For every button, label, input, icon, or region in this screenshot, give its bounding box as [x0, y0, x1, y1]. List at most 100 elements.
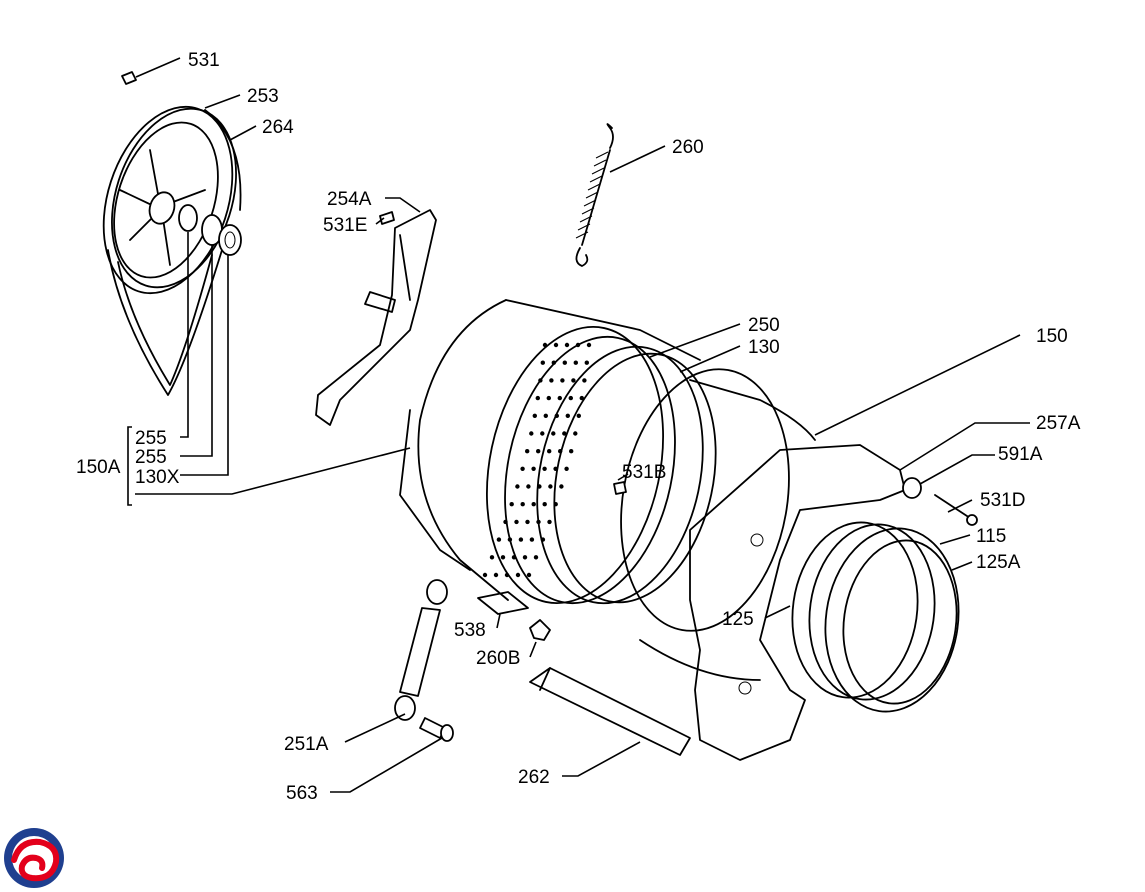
- tub-seal-130: [536, 345, 717, 605]
- label-538: 538: [454, 620, 486, 641]
- label-251a: 251A: [284, 734, 329, 755]
- leader-lines: [127, 57, 1030, 793]
- label-150: 150: [1036, 326, 1068, 347]
- door-seal-125a: [824, 527, 960, 713]
- perforation-hole: [531, 466, 536, 471]
- perforation-hole: [575, 342, 581, 348]
- perforation-hole: [518, 537, 524, 542]
- perforation-hole: [538, 378, 543, 383]
- perforation-hole: [489, 555, 495, 560]
- screw-531e: [379, 211, 395, 225]
- perforation-hole: [576, 413, 581, 418]
- perforation-hole: [551, 360, 556, 365]
- brand-logo: [4, 828, 64, 888]
- perforation-hole: [565, 413, 570, 418]
- spring-260: [575, 123, 614, 267]
- perforation-hole: [543, 413, 548, 418]
- bracket-254a: [315, 209, 437, 426]
- bolt-531d: [934, 494, 978, 526]
- perforation-hole: [542, 502, 547, 507]
- perforation-hole: [573, 360, 578, 365]
- perforation-hole: [542, 466, 547, 471]
- perforation-hole: [520, 502, 525, 507]
- drum-perforation: [482, 342, 592, 578]
- perforation-hole: [522, 555, 528, 560]
- perforation-hole: [503, 519, 508, 525]
- label-591a: 591A: [998, 444, 1043, 465]
- pulley-253: [102, 105, 237, 396]
- perforation-hole: [504, 572, 510, 578]
- perforation-hole: [526, 484, 531, 489]
- perforation-hole: [573, 431, 578, 436]
- shock-absorber-251a: [394, 579, 448, 721]
- perforation-hole: [569, 449, 574, 454]
- pin-563: [419, 717, 454, 742]
- screw-531b: [613, 481, 627, 495]
- front-weight-125: [689, 444, 906, 761]
- label-254a: 254A: [327, 189, 372, 210]
- perforation-hole: [579, 395, 584, 401]
- label-115: 115: [976, 526, 1006, 547]
- label-253: 253: [247, 86, 279, 107]
- perforation-hole: [547, 519, 552, 525]
- label-531: 531: [188, 50, 220, 71]
- label-257a: 257A: [1036, 413, 1081, 434]
- label-260b: 260B: [476, 648, 520, 669]
- label-531b: 531B: [622, 462, 666, 483]
- perforation-hole: [582, 378, 587, 383]
- perforation-hole: [553, 342, 559, 348]
- perforation-hole: [548, 484, 553, 489]
- perforation-hole: [568, 395, 573, 401]
- perforation-hole: [525, 519, 530, 525]
- perforation-hole: [482, 572, 488, 578]
- perforation-hole: [493, 572, 499, 578]
- perforation-hole: [586, 342, 592, 348]
- perforation-hole: [514, 519, 519, 525]
- perforation-hole: [562, 431, 567, 436]
- label-260: 260: [672, 137, 704, 158]
- perforation-hole: [531, 502, 536, 507]
- perforation-hole: [533, 555, 539, 560]
- perforation-hole: [557, 395, 562, 401]
- perforation-hole: [571, 378, 576, 383]
- perforation-hole: [500, 555, 506, 560]
- perforation-hole: [546, 395, 551, 401]
- door-ring-115: [791, 521, 936, 701]
- perforation-hole: [509, 502, 514, 507]
- perforation-hole: [529, 537, 535, 542]
- perforation-hole: [529, 431, 534, 436]
- perforation-hole: [526, 572, 532, 578]
- screw-531: [121, 71, 137, 85]
- clip-260b: [529, 619, 551, 641]
- label-531d: 531D: [980, 490, 1025, 511]
- label-150a: 150A: [76, 457, 121, 478]
- label-125a: 125A: [976, 552, 1021, 573]
- perforation-hole: [535, 395, 540, 401]
- perforation-hole: [551, 431, 556, 436]
- perforation-hole: [564, 466, 569, 471]
- perforation-hole: [584, 360, 589, 365]
- label-264: 264: [262, 117, 294, 138]
- label-255-second: 255: [135, 447, 167, 468]
- perforation-hole: [542, 342, 548, 348]
- label-250: 250: [748, 315, 780, 336]
- washer-591a: [902, 477, 922, 499]
- label-262: 262: [518, 767, 550, 788]
- perforation-hole: [540, 431, 545, 436]
- perforation-hole: [515, 572, 521, 578]
- perforation-hole: [532, 413, 537, 418]
- label-531e: 531E: [323, 215, 367, 236]
- perforation-hole: [549, 378, 554, 383]
- perforation-hole: [525, 449, 530, 454]
- perforation-hole: [562, 360, 567, 365]
- perforation-hole: [536, 449, 541, 454]
- perforation-hole: [540, 360, 545, 365]
- perforation-hole: [560, 378, 565, 383]
- perforation-hole: [511, 555, 517, 560]
- perforation-hole: [507, 537, 513, 542]
- belt-264: [204, 109, 242, 211]
- callout-labels: 531 253 264 254A 531E 260 250 130 150 25…: [76, 50, 1081, 804]
- perforation-hole: [564, 342, 570, 348]
